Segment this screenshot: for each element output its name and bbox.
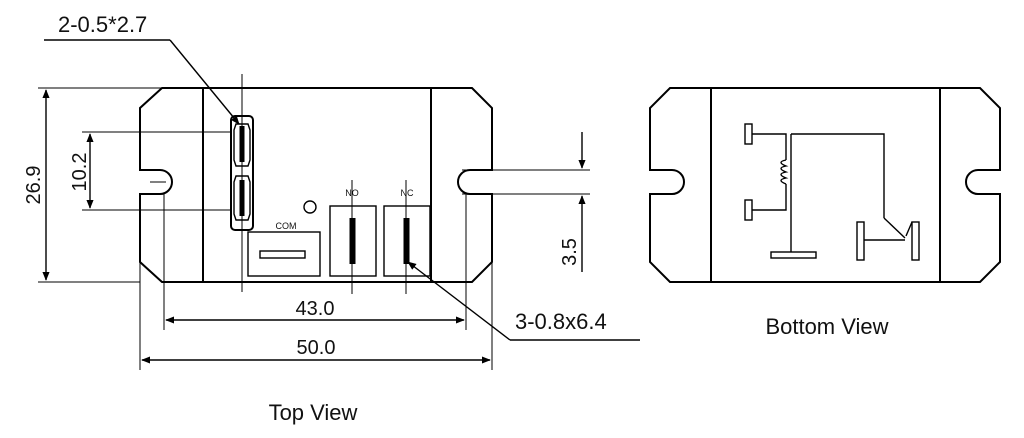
callout-slot-text: 2-0.5*2.7 — [58, 12, 147, 37]
bottom-view-caption: Bottom View — [765, 314, 888, 339]
top-view: COM NO NC 2-0.5*2.7 26.9 — [23, 12, 640, 425]
terminal-com-body — [247, 231, 321, 277]
nc-pad — [911, 221, 920, 261]
terminal-com: COM — [247, 221, 321, 277]
slot-pair — [230, 74, 254, 292]
slot-upper-hex — [233, 123, 251, 167]
switch-wire — [791, 133, 885, 218]
dim-body-width: 50.0 — [139, 262, 493, 370]
dim-height: 26.9 — [23, 87, 162, 283]
coil-lead-bottom — [752, 184, 787, 211]
dim-mount-text: 43.0 — [296, 298, 335, 320]
dim-height-text: 26.9 — [23, 166, 45, 205]
callout-slot-leader — [169, 39, 240, 125]
switch-blade — [883, 217, 906, 239]
dim-offset-text: 3.5 — [559, 238, 581, 266]
callout-pin-leader — [407, 261, 511, 341]
callout-slot-pair: 2-0.5*2.7 — [44, 12, 240, 125]
terminal-nc-label: NC — [401, 188, 414, 198]
callout-pin-triple: 3-0.8x6.4 — [407, 261, 640, 341]
terminal-com-label: COM — [276, 221, 297, 231]
bottom-view: Bottom View — [649, 87, 1001, 339]
no-pad — [856, 221, 865, 261]
top-view-caption: Top View — [269, 400, 358, 425]
dim-offset: 3.5 — [462, 132, 590, 272]
terminal-nc: NC — [383, 180, 431, 294]
coil-pad-bottom — [744, 199, 753, 221]
coil-lead-top — [752, 133, 787, 160]
nc-wire — [905, 221, 913, 237]
relay-schematic — [744, 123, 920, 261]
terminal-nc-body — [383, 205, 431, 277]
callout-pin-text: 3-0.8x6.4 — [515, 309, 607, 334]
dim-body-text: 50.0 — [297, 337, 336, 359]
slot-lower-hex — [233, 175, 251, 221]
coil-winding-icon — [780, 159, 789, 185]
bottom-view-body-outline — [649, 87, 1001, 283]
coil-pad-top — [744, 123, 753, 145]
dim-pin-spacing: 10.2 — [69, 131, 232, 211]
dim-spacing-text: 10.2 — [69, 153, 91, 192]
terminal-no-body — [329, 205, 377, 277]
terminal-com-pin — [259, 250, 306, 259]
dim-mount-width: 43.0 — [163, 194, 467, 330]
polarity-dot — [303, 200, 317, 214]
com-pad — [770, 251, 817, 259]
top-view-body-outline — [139, 87, 493, 283]
terminal-no: NO — [329, 180, 377, 294]
